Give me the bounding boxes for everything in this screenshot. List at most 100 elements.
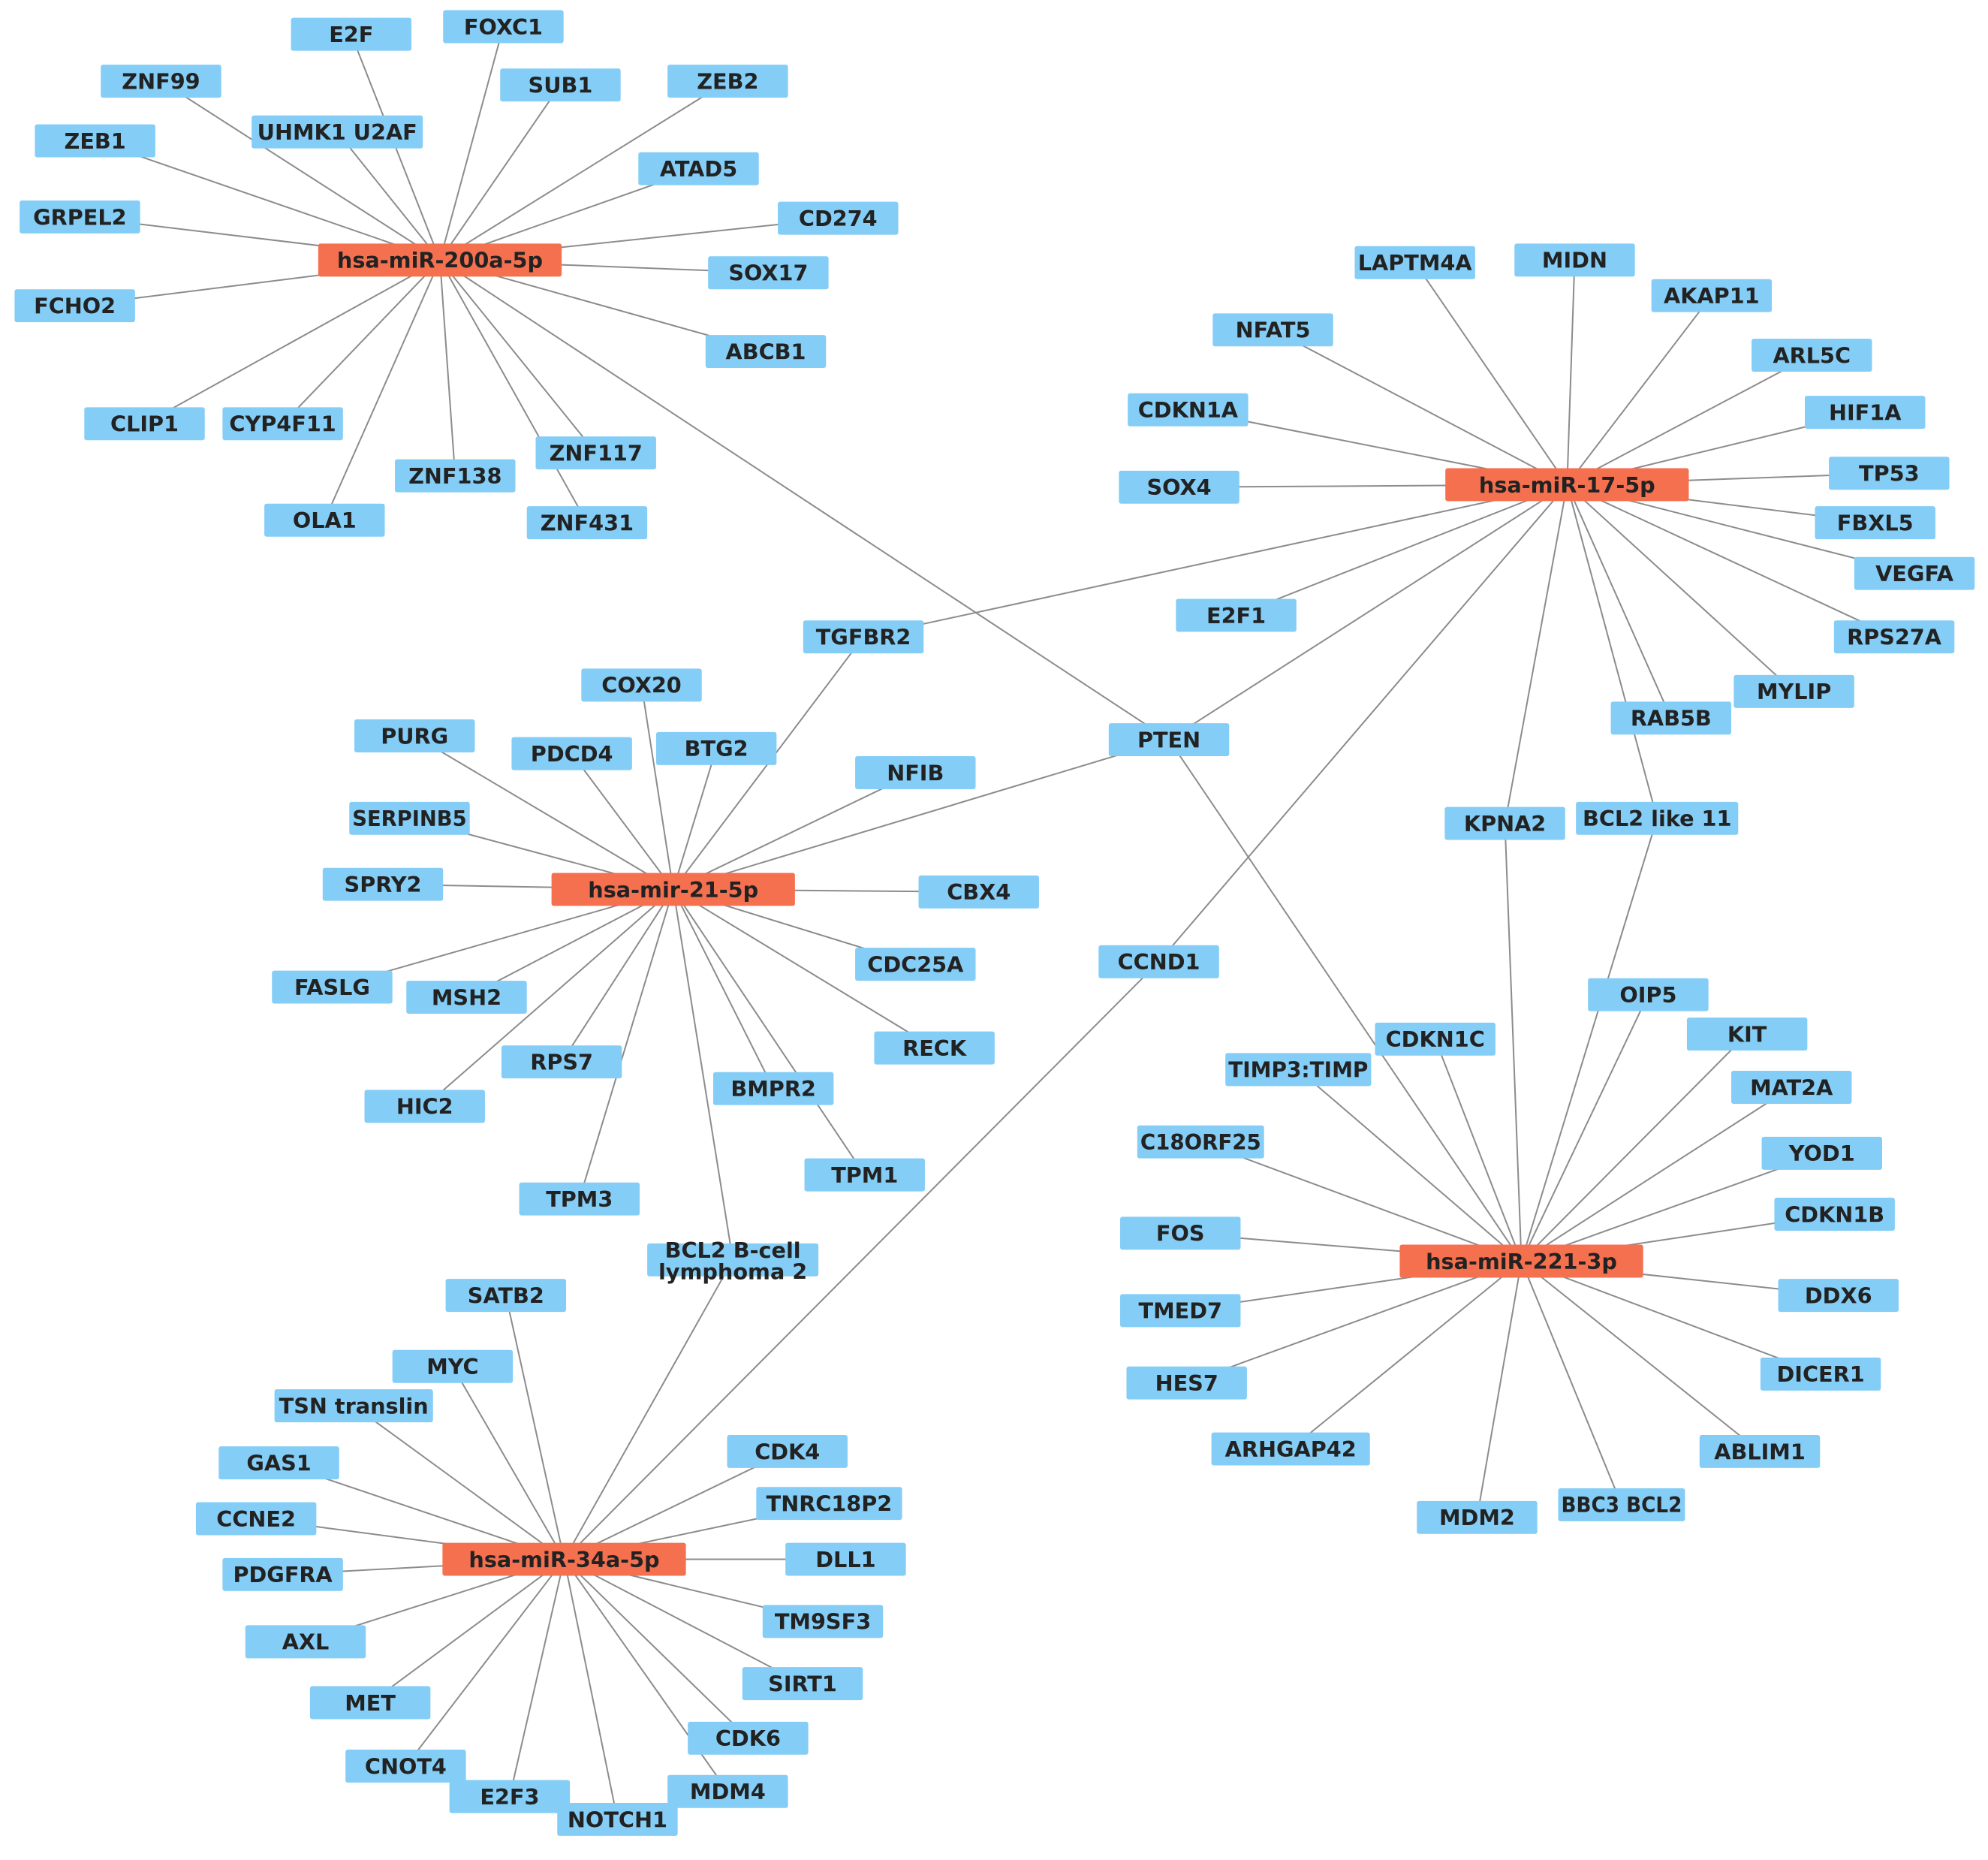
gene-node-box — [1098, 945, 1219, 978]
gene-node-dll1[interactable]: DLL1 — [785, 1542, 906, 1576]
gene-node-serpinb5[interactable]: SERPINB5 — [349, 801, 470, 835]
gene-node-e2f[interactable]: E2F — [291, 17, 412, 51]
gene-node-hes7[interactable]: HES7 — [1126, 1366, 1247, 1400]
gene-node-arhgap42[interactable]: ARHGAP42 — [1211, 1432, 1370, 1466]
gene-node-nfib[interactable]: NFIB — [855, 756, 976, 789]
gene-node-rps27a[interactable]: RPS27A — [1833, 620, 1955, 654]
gene-node-tsn[interactable]: TSN translin — [274, 1389, 433, 1423]
gene-node-arl5c[interactable]: ARL5C — [1752, 339, 1872, 372]
gene-node-reck[interactable]: RECK — [874, 1031, 995, 1065]
gene-node-cdkn1a[interactable]: CDKN1A — [1128, 393, 1249, 427]
gene-node-hic2[interactable]: HIC2 — [364, 1090, 485, 1123]
gene-node-rab5b[interactable]: RAB5B — [1610, 701, 1732, 735]
gene-node-yod1[interactable]: YOD1 — [1761, 1136, 1882, 1170]
gene-node-tm9sf3[interactable]: TM9SF3 — [762, 1605, 884, 1638]
gene-node-e2f3[interactable]: E2F3 — [449, 1780, 571, 1813]
gene-node-znf431[interactable]: ZNF431 — [526, 506, 648, 540]
gene-node-bbc3[interactable]: BBC3 BCL2 — [1558, 1488, 1685, 1521]
gene-node-pdgfra[interactable]: PDGFRA — [222, 1557, 343, 1591]
gene-node-tp53[interactable]: TP53 — [1829, 457, 1950, 490]
gene-node-akap11[interactable]: AKAP11 — [1651, 279, 1773, 312]
gene-node-mylip[interactable]: MYLIP — [1733, 674, 1854, 708]
gene-node-kpna2[interactable]: KPNA2 — [1444, 806, 1565, 840]
gene-node-cdc25a[interactable]: CDC25A — [855, 948, 976, 981]
gene-node-ddx6[interactable]: DDX6 — [1778, 1279, 1899, 1313]
gene-node-foxc1[interactable]: FOXC1 — [443, 10, 564, 44]
gene-node-uhmk1[interactable]: UHMK1 U2AF — [252, 115, 423, 149]
gene-node-laptm4a[interactable]: LAPTM4A — [1354, 246, 1475, 279]
gene-node-sox17[interactable]: SOX17 — [708, 256, 829, 290]
gene-node-mat2a[interactable]: MAT2A — [1731, 1071, 1852, 1104]
gene-node-timp3[interactable]: TIMP3:TIMP — [1225, 1053, 1372, 1087]
gene-node-vegfa[interactable]: VEGFA — [1854, 556, 1975, 590]
gene-node-clip1[interactable]: CLIP1 — [84, 407, 205, 441]
gene-node-ccne2[interactable]: CCNE2 — [195, 1502, 317, 1536]
gene-node-notch1[interactable]: NOTCH1 — [557, 1802, 678, 1836]
gene-node-cdkn1b[interactable]: CDKN1B — [1774, 1198, 1895, 1231]
gene-node-fos[interactable]: FOS — [1120, 1216, 1241, 1250]
mirna-node-mir221[interactable]: hsa-miR-221-3p — [1399, 1244, 1643, 1278]
gene-node-tpm1[interactable]: TPM1 — [804, 1158, 925, 1192]
gene-node-fcho2[interactable]: FCHO2 — [14, 289, 135, 323]
gene-node-cox20[interactable]: COX20 — [581, 668, 702, 702]
gene-node-pten[interactable]: PTEN — [1108, 723, 1230, 757]
gene-node-bmpr2[interactable]: BMPR2 — [712, 1072, 834, 1105]
gene-node-znf99[interactable]: ZNF99 — [101, 65, 221, 98]
gene-node-ablim1[interactable]: ABLIM1 — [1699, 1434, 1821, 1468]
gene-node-btg2[interactable]: BTG2 — [655, 731, 777, 765]
gene-node-mdm2[interactable]: MDM2 — [1417, 1500, 1538, 1534]
gene-node-oip5[interactable]: OIP5 — [1588, 978, 1709, 1011]
gene-node-midn[interactable]: MIDN — [1514, 243, 1635, 277]
gene-node-zeb2[interactable]: ZEB2 — [667, 65, 788, 98]
gene-node-nfat5[interactable]: NFAT5 — [1212, 313, 1333, 347]
gene-node-pdcd4[interactable]: PDCD4 — [511, 737, 632, 770]
gene-node-e2f1[interactable]: E2F1 — [1176, 598, 1297, 632]
gene-node-bcl2l11[interactable]: BCL2 like 11 — [1576, 801, 1739, 835]
gene-node-spry2[interactable]: SPRY2 — [322, 867, 444, 901]
gene-node-abcb1[interactable]: ABCB1 — [705, 335, 827, 368]
gene-node-cbx4[interactable]: CBX4 — [918, 875, 1039, 909]
gene-node-fbxl5[interactable]: FBXL5 — [1815, 506, 1935, 540]
gene-node-ola1[interactable]: OLA1 — [264, 503, 385, 537]
gene-node-cd274[interactable]: CD274 — [778, 201, 899, 235]
gene-node-sub1[interactable]: SUB1 — [500, 68, 621, 102]
gene-node-cdk4[interactable]: CDK4 — [727, 1434, 848, 1468]
gene-node-myc[interactable]: MYC — [392, 1349, 514, 1383]
gene-node-label: FOS — [1156, 1221, 1205, 1247]
gene-node-faslg[interactable]: FASLG — [272, 970, 393, 1004]
gene-node-grpel2[interactable]: GRPEL2 — [20, 200, 140, 234]
gene-node-ccnd1[interactable]: CCND1 — [1098, 945, 1219, 978]
gene-node-hif1a[interactable]: HIF1A — [1804, 396, 1926, 430]
gene-node-atad5[interactable]: ATAD5 — [638, 152, 759, 185]
gene-node-tnrc18p2[interactable]: TNRC18P2 — [756, 1487, 902, 1521]
gene-node-met[interactable]: MET — [309, 1686, 431, 1720]
gene-node-tmed7[interactable]: TMED7 — [1120, 1294, 1241, 1328]
gene-node-gas1[interactable]: GAS1 — [218, 1446, 339, 1480]
mirna-node-mir34a[interactable]: hsa-miR-34a-5p — [442, 1542, 686, 1576]
gene-node-msh2[interactable]: MSH2 — [406, 981, 527, 1014]
gene-node-cdkn1c[interactable]: CDKN1C — [1375, 1022, 1496, 1056]
gene-node-cdk6[interactable]: CDK6 — [688, 1721, 809, 1755]
gene-node-znf138[interactable]: ZNF138 — [395, 459, 516, 493]
gene-node-cyp4f11[interactable]: CYP4F11 — [222, 407, 343, 441]
mirna-node-mir21[interactable]: hsa-mir-21-5p — [551, 873, 795, 906]
mirna-node-mir200a[interactable]: hsa-miR-200a-5p — [318, 243, 562, 277]
gene-node-kit[interactable]: KIT — [1686, 1017, 1808, 1051]
gene-node-znf117[interactable]: ZNF117 — [535, 436, 656, 470]
gene-node-rps7[interactable]: RPS7 — [501, 1045, 622, 1079]
gene-node-zeb1[interactable]: ZEB1 — [35, 124, 155, 158]
gene-node-box — [406, 981, 527, 1014]
gene-node-sirt1[interactable]: SIRT1 — [742, 1667, 863, 1701]
gene-node-sox4[interactable]: SOX4 — [1119, 470, 1239, 504]
gene-node-purg[interactable]: PURG — [354, 719, 475, 752]
gene-node-c18orf25[interactable]: C18ORF25 — [1137, 1125, 1264, 1159]
gene-node-dicer1[interactable]: DICER1 — [1760, 1357, 1881, 1391]
gene-node-satb2[interactable]: SATB2 — [445, 1279, 567, 1313]
gene-node-tgfbr2[interactable]: TGFBR2 — [803, 620, 924, 654]
gene-node-cnot4[interactable]: CNOT4 — [345, 1750, 466, 1783]
gene-node-mdm4[interactable]: MDM4 — [667, 1774, 788, 1808]
mirna-node-mir17[interactable]: hsa-miR-17-5p — [1445, 468, 1689, 502]
gene-node-axl[interactable]: AXL — [245, 1625, 366, 1659]
gene-node-tpm3[interactable]: TPM3 — [519, 1182, 640, 1216]
